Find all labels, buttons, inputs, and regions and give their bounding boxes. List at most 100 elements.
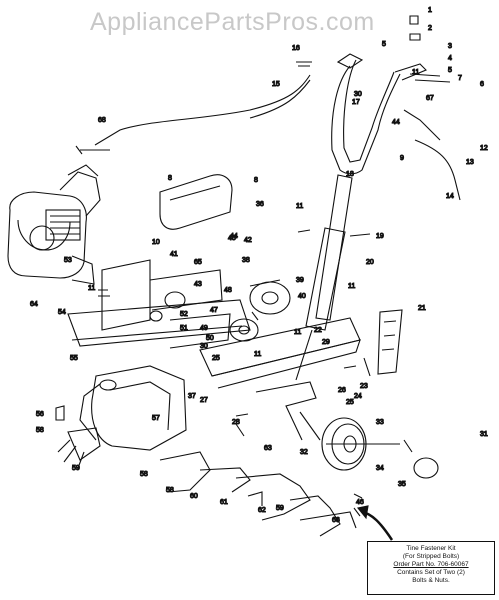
watermark: AppliancePartsPros.com — [90, 8, 375, 36]
wheel-assembly — [255, 381, 439, 479]
callout-label: 50 — [206, 335, 214, 342]
callout-label: 33 — [376, 419, 384, 426]
callout-label: 7 — [458, 75, 462, 82]
callout-label: 35 — [398, 481, 406, 488]
callout-label: 15 — [272, 81, 280, 88]
handle-assembly — [331, 53, 451, 175]
callout-label: 61 — [220, 499, 228, 506]
callout-label: 43 — [194, 281, 202, 288]
callout-label: 8 — [254, 177, 258, 184]
callout-label: 6 — [480, 81, 484, 88]
control-cables — [94, 74, 461, 201]
callout-label: 27 — [200, 397, 208, 404]
callout-label: 58 — [36, 427, 44, 434]
callout-label: 20 — [366, 259, 374, 266]
callout-label: 22 — [314, 327, 322, 334]
callout-label: 59 — [276, 505, 284, 512]
hardware — [55, 15, 421, 517]
callout-label: 30 — [354, 91, 362, 98]
tines — [57, 427, 357, 537]
callout-label: 62 — [258, 507, 266, 514]
callout-label: 32 — [300, 449, 308, 456]
callout-label: 11 — [296, 203, 303, 210]
callout-labels: 1 2 3 4 5 5 6 7 8 8 9 10 11 11 11 11 11 … — [29, 6, 488, 524]
belt-cover — [159, 174, 233, 230]
callout-label: 49 — [200, 325, 208, 332]
callout-label: 29 — [322, 339, 330, 346]
callout-label: 21 — [418, 305, 426, 312]
callout-label: 58 — [140, 471, 148, 478]
callout-label: 8 — [168, 175, 172, 182]
depth-stake — [377, 309, 403, 375]
kit-title: Tine Fastener Kit — [406, 545, 456, 552]
callout-label: 9 — [400, 155, 404, 162]
callout-label: 19 — [376, 233, 384, 240]
callout-label: 1 — [428, 7, 432, 14]
callout-label: 24 — [354, 393, 362, 400]
callout-label: 40 — [298, 293, 306, 300]
callout-label: 60 — [190, 493, 198, 500]
engine — [7, 164, 101, 285]
callout-label: 46 — [356, 499, 364, 506]
callout-label: 55 — [70, 355, 78, 362]
kit-contents: Contains Set of Two (2) — [397, 569, 465, 576]
handle-column — [295, 174, 353, 381]
callout-label: 10 — [152, 239, 160, 246]
callout-label: 5 — [382, 41, 386, 48]
callout-label: 44 — [392, 119, 400, 126]
callout-label: 37 — [188, 393, 196, 400]
callout-label: 18 — [346, 171, 354, 178]
callout-label: 52 — [180, 311, 188, 318]
callout-label: 67 — [426, 95, 434, 102]
callout-label: 14 — [446, 193, 454, 200]
callout-label: 68 — [98, 117, 106, 124]
callout-label: 28 — [232, 419, 240, 426]
callout-label: 26 — [338, 387, 346, 394]
callout-label: 5 — [448, 67, 452, 74]
callout-label: 11 — [294, 329, 301, 336]
callout-label: 11 — [254, 351, 261, 358]
callout-label: 2 — [428, 25, 432, 32]
callout-label: 45 — [228, 235, 236, 242]
callout-label: 31 — [480, 431, 488, 438]
kit-contents-2: Bolts & Nuts. — [412, 577, 450, 584]
tine-fastener-kit-note: Tine Fastener Kit (For Stripped Bolts) O… — [367, 541, 495, 595]
kit-subtitle: (For Stripped Bolts) — [402, 553, 460, 560]
callout-label: 41 — [170, 251, 178, 258]
callout-label: 25 — [212, 355, 220, 362]
callout-label: 59 — [72, 465, 80, 472]
callout-label: 25 — [346, 399, 354, 406]
callout-label: 53 — [64, 257, 72, 264]
callout-label: 47 — [210, 307, 218, 314]
transmission-housing — [79, 365, 187, 451]
frame — [67, 259, 361, 389]
callout-label: 65 — [194, 259, 202, 266]
callout-label: 12 — [480, 145, 488, 152]
callout-label: 54 — [58, 309, 66, 316]
callout-label: 11 — [348, 283, 355, 290]
callout-label: 3 — [448, 43, 452, 50]
callout-label: 4 — [448, 55, 452, 62]
callout-label: 36 — [256, 201, 264, 208]
callout-label: 34 — [376, 465, 384, 472]
callout-label: 16 — [292, 45, 300, 52]
callout-label: 44 — [230, 233, 238, 240]
callout-label: 48 — [224, 287, 232, 294]
kit-order-part: Order Part No. 706-60067 — [393, 561, 469, 568]
callout-label: 58 — [166, 487, 174, 494]
callout-label: 17 — [352, 99, 360, 106]
callout-label: 23 — [360, 383, 368, 390]
callout-label: 13 — [466, 159, 474, 166]
callout-label: 38 — [242, 257, 250, 264]
callout-label: 64 — [30, 301, 38, 308]
callout-label: 11 — [412, 69, 419, 76]
pulleys — [149, 279, 291, 342]
callout-label: 57 — [152, 415, 160, 422]
callout-label: 63 — [264, 445, 272, 452]
callout-label: 39 — [296, 277, 304, 284]
callout-label: 30 — [200, 343, 208, 350]
callout-label: 56 — [36, 411, 44, 418]
callout-label: 42 — [244, 237, 252, 244]
